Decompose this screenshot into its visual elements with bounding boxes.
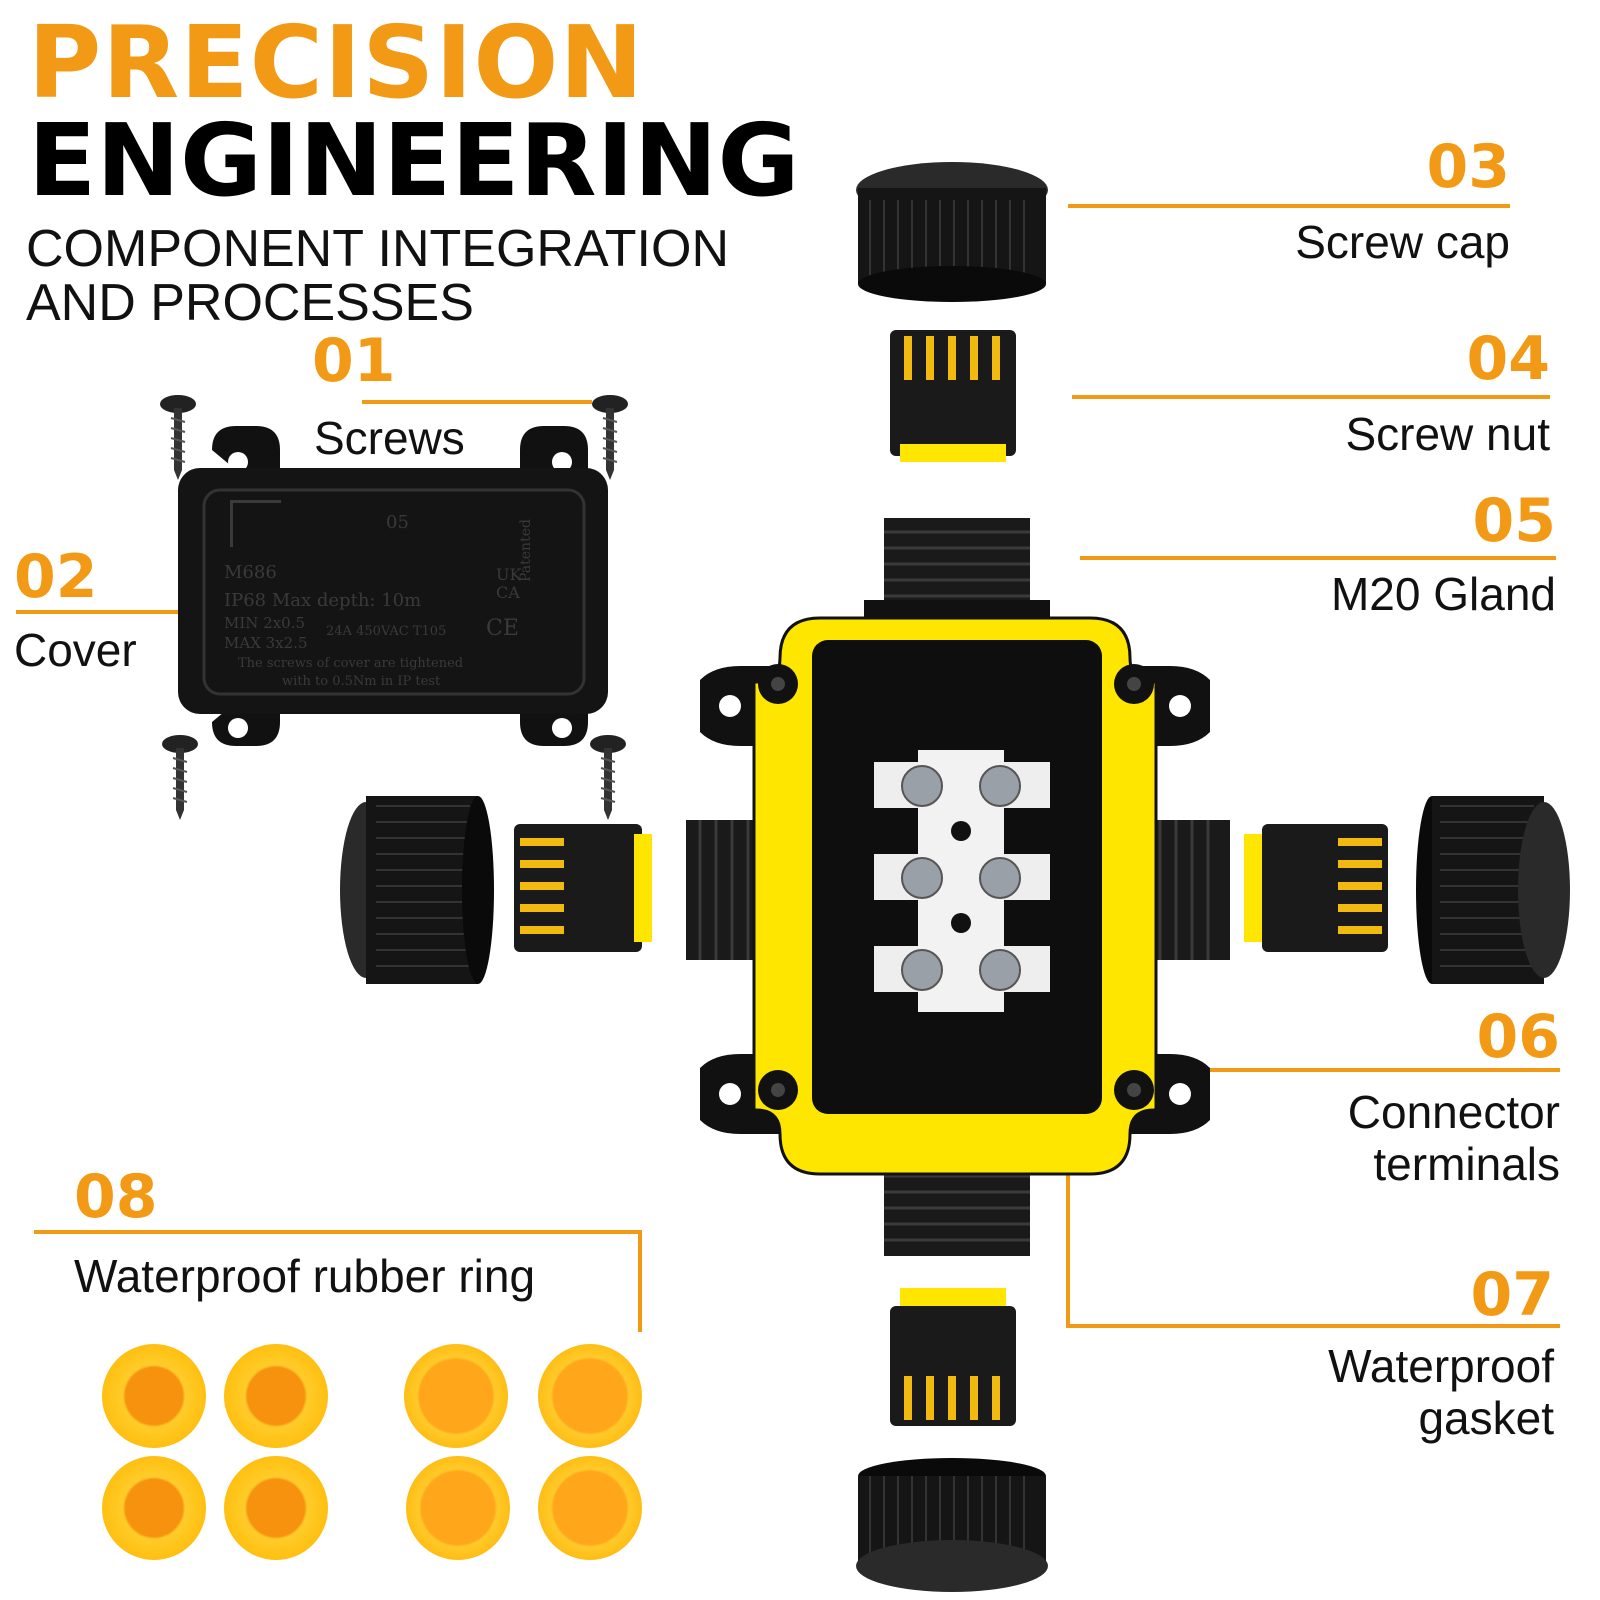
callout-02-label: Cover <box>14 624 137 676</box>
callout-01-number: 01 <box>312 326 396 396</box>
cover-spec-line1: IP68 Max depth: 10m <box>224 590 422 611</box>
screws <box>160 395 628 820</box>
cover-rating: 24A 450VAC T105 <box>326 624 447 639</box>
headline-precision: PRECISION <box>28 4 645 121</box>
callout-06-label: Connector terminals <box>1348 1086 1560 1190</box>
cover-ukca-mark: UK CA <box>496 565 522 602</box>
callout-08-number: 08 <box>74 1162 158 1232</box>
cover-eve-mark: 05 <box>386 512 409 533</box>
left-screw-cap <box>340 796 494 984</box>
right-screw-cap <box>1416 796 1570 984</box>
callout-06-number: 06 <box>1476 1002 1561 1072</box>
cover-patented: Patented <box>518 519 534 582</box>
cover-note-line2: with to 0.5Nm in IP test <box>282 674 441 689</box>
left-screw-nut <box>514 824 652 952</box>
cover-spec-line3: MAX 3x2.5 <box>224 634 308 652</box>
callout-08-label: Waterproof rubber ring <box>74 1250 536 1302</box>
cover-logo-icon <box>230 500 281 547</box>
right-screw-nut <box>1244 824 1388 952</box>
callout-04-number: 04 <box>1466 324 1551 394</box>
headline-subtitle: COMPONENT INTEGRATION AND PROCESSES <box>26 222 729 330</box>
cover-ce-mark: CE <box>486 616 519 641</box>
callout-07-label: Waterproof gasket <box>1328 1340 1554 1444</box>
callout-07-number: 07 <box>1470 1260 1555 1330</box>
headline-engineering: ENGINEERING <box>28 102 800 219</box>
cover <box>178 426 608 746</box>
rubber-rings <box>102 1344 642 1560</box>
subtitle-line1: COMPONENT INTEGRATION <box>26 220 729 278</box>
cover-spec-line2: MIN 2x0.5 <box>224 614 306 632</box>
callout-03-label: Screw cap <box>1295 216 1510 268</box>
callout-06-label-line1: Connector <box>1347 1086 1560 1138</box>
callout-05-label: M20 Gland <box>1330 568 1556 620</box>
subtitle-line2: AND PROCESSES <box>26 274 474 332</box>
callout-01-label: Screws <box>314 412 465 464</box>
callout-06-label-line2: terminals <box>1373 1138 1560 1190</box>
callout-02-number: 02 <box>14 542 98 612</box>
bottom-screw-nut <box>890 1288 1016 1426</box>
top-screw-cap <box>856 162 1048 302</box>
leader-line-07 <box>1066 1150 1560 1328</box>
cover-model: M686 <box>224 562 277 583</box>
leader-line-08 <box>34 1230 642 1332</box>
top-screw-nut <box>890 330 1016 462</box>
callout-05-number: 05 <box>1472 486 1557 556</box>
callout-04-label: Screw nut <box>1345 408 1550 460</box>
cover-note-line1: The screws of cover are tightened <box>238 656 464 671</box>
callout-03-number: 03 <box>1426 132 1511 202</box>
callout-07-label-line1: Waterproof <box>1328 1340 1554 1392</box>
cover-print: 05 M686 IP68 Max depth: 10m MIN 2x0.5 MA… <box>218 492 578 692</box>
connector-terminals-block <box>874 750 1050 1012</box>
callout-07-label-line2: gasket <box>1418 1392 1554 1444</box>
bottom-screw-cap <box>856 1458 1048 1592</box>
